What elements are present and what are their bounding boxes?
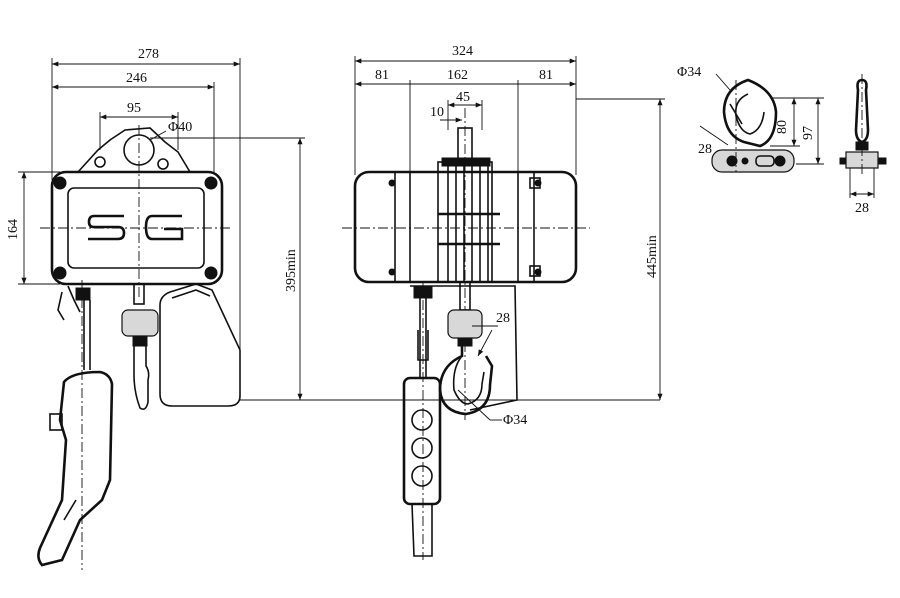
dim-phi40: Φ40 [168, 120, 192, 135]
dim-28-side: 28 [855, 201, 869, 216]
side-detail: 28 [839, 74, 887, 216]
dim-81-left: 81 [375, 68, 389, 83]
dim-97: 97 [801, 126, 816, 140]
pendant-button-1 [411, 409, 433, 431]
dim-10: 10 [430, 105, 444, 120]
dim-28-detail: 28 [698, 142, 712, 157]
dim-95: 95 [127, 101, 141, 116]
suspension-bracket [77, 127, 191, 173]
sg-logo: SG [87, 214, 184, 241]
dim-395min: 395min [284, 249, 299, 292]
control-box-left [159, 283, 241, 407]
pendant-center [402, 376, 442, 506]
pendant-button-3 [411, 465, 433, 487]
dim-162: 162 [447, 68, 468, 83]
dim-80: 80 [775, 120, 790, 134]
dim-45: 45 [456, 90, 470, 105]
dim-phi34-detail: Φ34 [677, 65, 701, 80]
hook-center [438, 346, 494, 416]
pendant-left [37, 370, 114, 567]
hook-block-left [121, 309, 159, 337]
left-view: 278 246 95 Φ40 164 395min SG [6, 47, 660, 570]
dim-324: 324 [452, 44, 473, 59]
dim-278: 278 [138, 47, 159, 62]
dim-28-center: 28 [496, 311, 510, 326]
pendant-button-2 [411, 437, 433, 459]
hook-detail: Φ34 28 80 97 [677, 65, 824, 173]
dim-445min: 445min [645, 235, 660, 278]
dim-164: 164 [6, 219, 21, 240]
hoist-body-center [353, 170, 578, 284]
dim-phi34-center: Φ34 [503, 413, 527, 428]
hook-block-center [447, 309, 483, 339]
center-view: 324 81 162 81 45 10 [342, 44, 665, 560]
dim-246: 246 [126, 71, 147, 86]
hook-left [133, 346, 150, 410]
dim-81-right: 81 [539, 68, 553, 83]
